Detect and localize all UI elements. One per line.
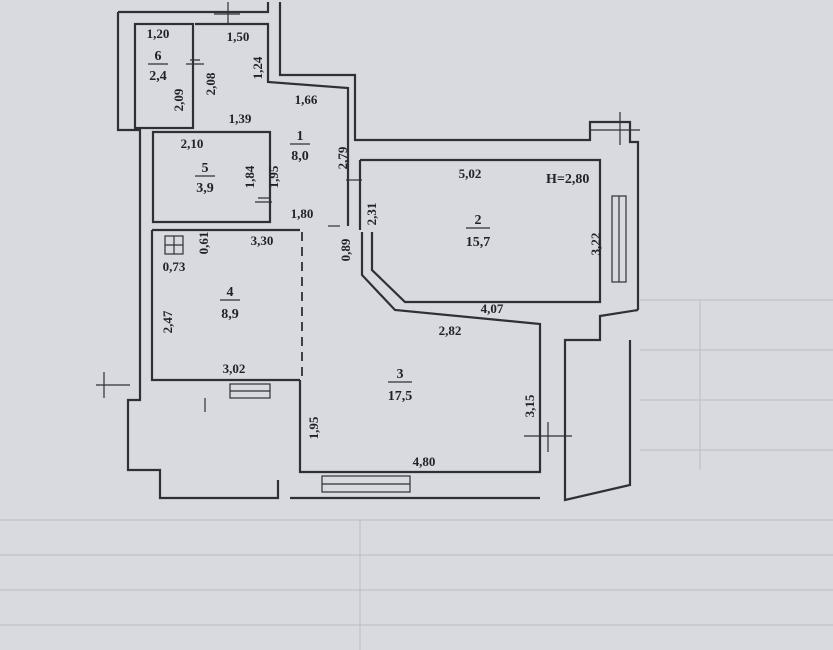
interior-walls [133,22,602,474]
dim-3-30: 3,30 [251,233,274,248]
room-1-number: 1 [297,129,304,144]
dim-0-89: 0,89 [338,238,353,261]
dim-1-20: 1,20 [147,26,170,41]
dim-2-09: 2,09 [171,88,186,111]
dim-1-50: 1,50 [227,29,250,44]
room-3-area: 17,5 [388,389,413,404]
dim-1-95-b: 1,95 [306,416,321,439]
room-6-area: 2,4 [149,69,167,84]
room-5-area: 3,9 [196,181,214,196]
room-5-number: 5 [202,161,209,176]
room-3-number: 3 [397,367,404,382]
room-2-number: 2 [475,213,482,228]
dim-2-47: 2,47 [160,310,175,333]
dim-2-31: 2,31 [364,203,379,226]
dim-4-07: 4,07 [481,301,504,316]
dim-2-82: 2,82 [439,323,462,338]
dim-3-02: 3,02 [223,361,246,376]
dim-4-80: 4,80 [413,454,436,469]
ventilation-icon [164,235,184,255]
ceiling-height-label: H=2,80 [546,172,589,187]
dim-0-61: 0,61 [196,232,211,255]
dim-2-79: 2,79 [335,146,350,169]
room-labels: 6 2,4 1 8,0 5 3,9 2 15,7 4 8,9 3 17,5 H=… [148,49,589,404]
dim-3-22: 3,22 [588,233,603,256]
dim-2-08: 2,08 [203,72,218,95]
dim-1-24: 1,24 [250,56,265,79]
dim-1-39: 1,39 [229,111,252,126]
dim-1-66: 1,66 [295,92,318,107]
dim-1-80: 1,80 [291,206,314,221]
room-6-number: 6 [155,49,162,64]
room-2-area: 15,7 [466,235,491,250]
dimension-labels: 1,20 1,50 2,09 2,08 1,24 1,66 1,39 2,10 … [147,26,603,469]
room-4-area: 8,9 [221,307,239,322]
room-4-number: 4 [227,285,234,300]
dim-1-95-a: 1,95 [266,165,281,188]
dim-3-15: 3,15 [522,394,537,417]
dim-5-02: 5,02 [459,166,482,181]
outer-walls [116,2,640,502]
dim-1-84: 1,84 [242,165,257,188]
dim-2-10: 2,10 [181,136,204,151]
dim-0-73: 0,73 [163,259,186,274]
openings [96,2,640,493]
room-1-area: 8,0 [291,149,309,164]
